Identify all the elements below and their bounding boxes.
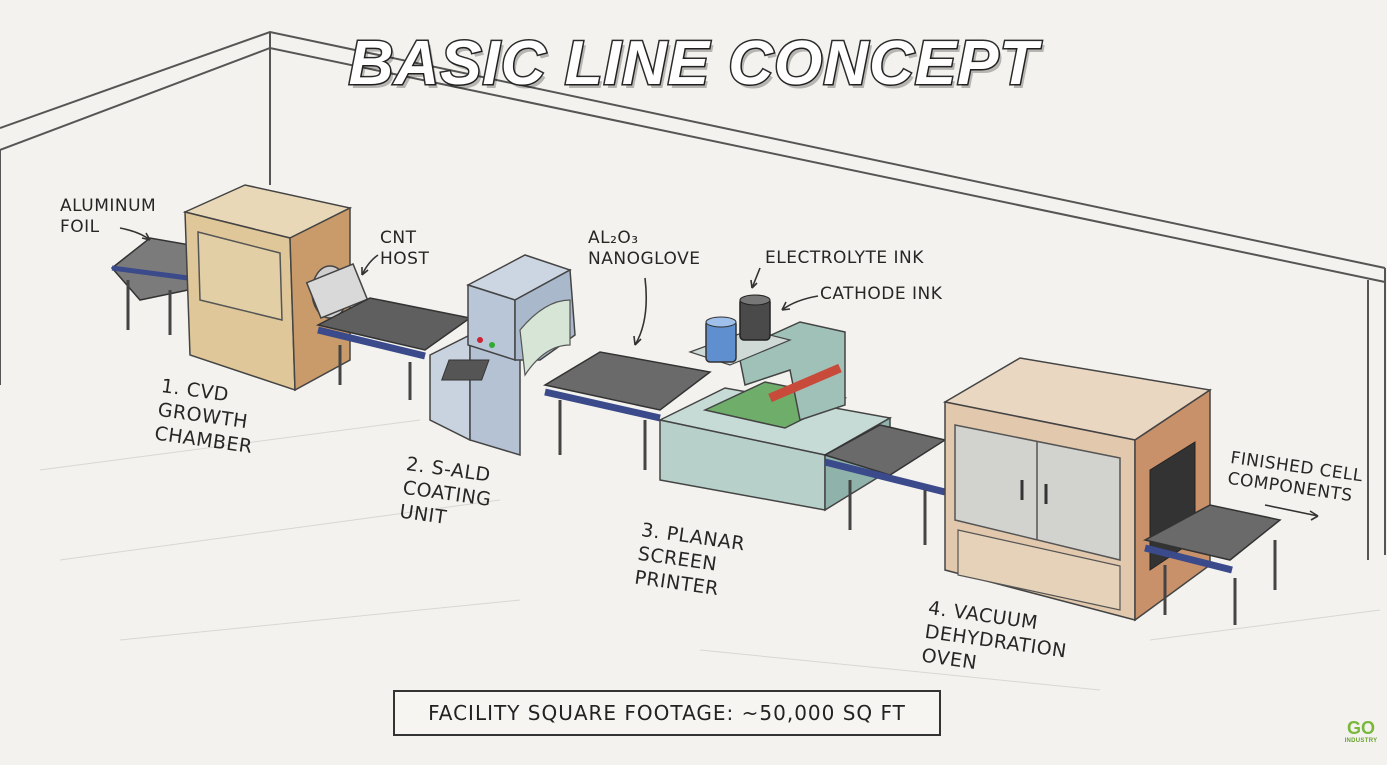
- label-electrolyte-ink: ELECTROLYTE INK: [765, 248, 924, 268]
- station-label-s-ald: 2. S-ALD COATING UNIT: [398, 452, 493, 529]
- label-al2o3-nanoglove: AL₂O₃ NANOGLOVE: [588, 228, 701, 269]
- conveyor-1: [315, 297, 472, 400]
- conveyor-2: [441, 351, 712, 470]
- go-industry-logo: GO INDUSTRY: [1340, 718, 1382, 758]
- station-label-screen-printer: 3. PLANAR SCREEN PRINTER: [633, 518, 747, 601]
- label-aluminum-foil: ALUMINUM FOIL: [60, 196, 157, 237]
- logo-mark: GO: [1346, 718, 1375, 738]
- annotation-arrows: [119, 227, 1319, 521]
- facility-footage-text: FACILITY SQUARE FOOTAGE: ~50,000 SQ FT: [428, 701, 906, 725]
- label-cnt-host: CNT HOST: [380, 228, 430, 269]
- label-cathode-ink: CATHODE INK: [820, 284, 943, 304]
- vacuum-dehydration-oven: [942, 357, 1212, 622]
- conveyor-3: [823, 424, 947, 545]
- page-title: BASIC LINE CONCEPT: [347, 28, 1039, 100]
- room-walls: [0, 30, 1386, 560]
- logo-text: INDUSTRY: [1344, 738, 1378, 744]
- s-ald-coating-unit: [429, 254, 576, 457]
- output-conveyor: [1142, 504, 1282, 625]
- station-label-cvd: 1. CVD GROWTH CHAMBER: [153, 374, 254, 459]
- planar-screen-printer: [657, 294, 893, 512]
- input-conveyor: [110, 237, 191, 335]
- cvd-growth-chamber: [182, 184, 369, 392]
- facility-footage-box: FACILITY SQUARE FOOTAGE: ~50,000 SQ FT: [393, 690, 941, 736]
